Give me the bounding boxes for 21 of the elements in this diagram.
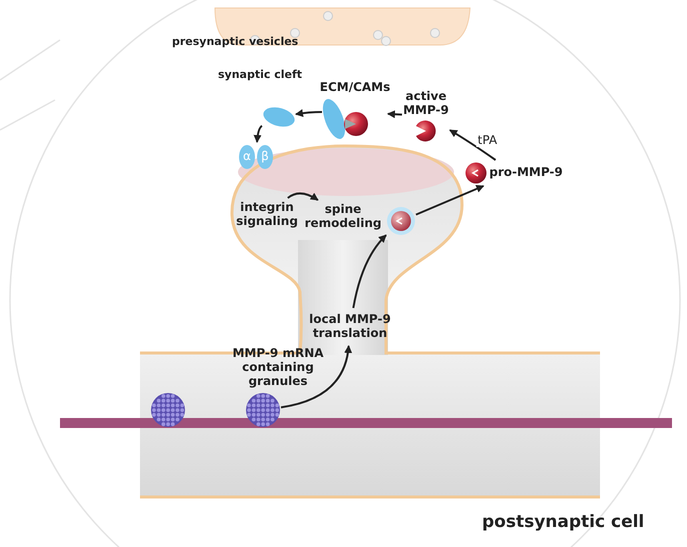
arrow xyxy=(387,110,402,118)
node-text: MMP-9 mRNA containing granules xyxy=(231,347,325,389)
arrow xyxy=(449,129,496,161)
region-label: presynaptic vesicles xyxy=(172,35,298,48)
arrow xyxy=(280,345,352,408)
edge-label: tPA xyxy=(476,132,498,147)
arrow xyxy=(352,234,387,308)
subunit-label: β xyxy=(257,145,273,169)
node-text: ECM/CAMs xyxy=(320,81,390,95)
arrow xyxy=(295,109,322,118)
node-text: local MMP-9 translation xyxy=(308,313,392,341)
subunit-label: α xyxy=(239,145,255,169)
region-label: postsynaptic cell xyxy=(482,512,644,532)
arrow xyxy=(416,185,484,216)
node-text: spine remodeling xyxy=(304,203,382,231)
arrow xyxy=(287,192,319,201)
arrow xyxy=(254,125,263,143)
node-text: integrin signaling xyxy=(236,201,298,229)
node-text: pro-MMP-9 xyxy=(489,166,563,180)
region-label: synaptic cleft xyxy=(218,68,302,81)
node-text: active MMP-9 xyxy=(402,90,450,118)
